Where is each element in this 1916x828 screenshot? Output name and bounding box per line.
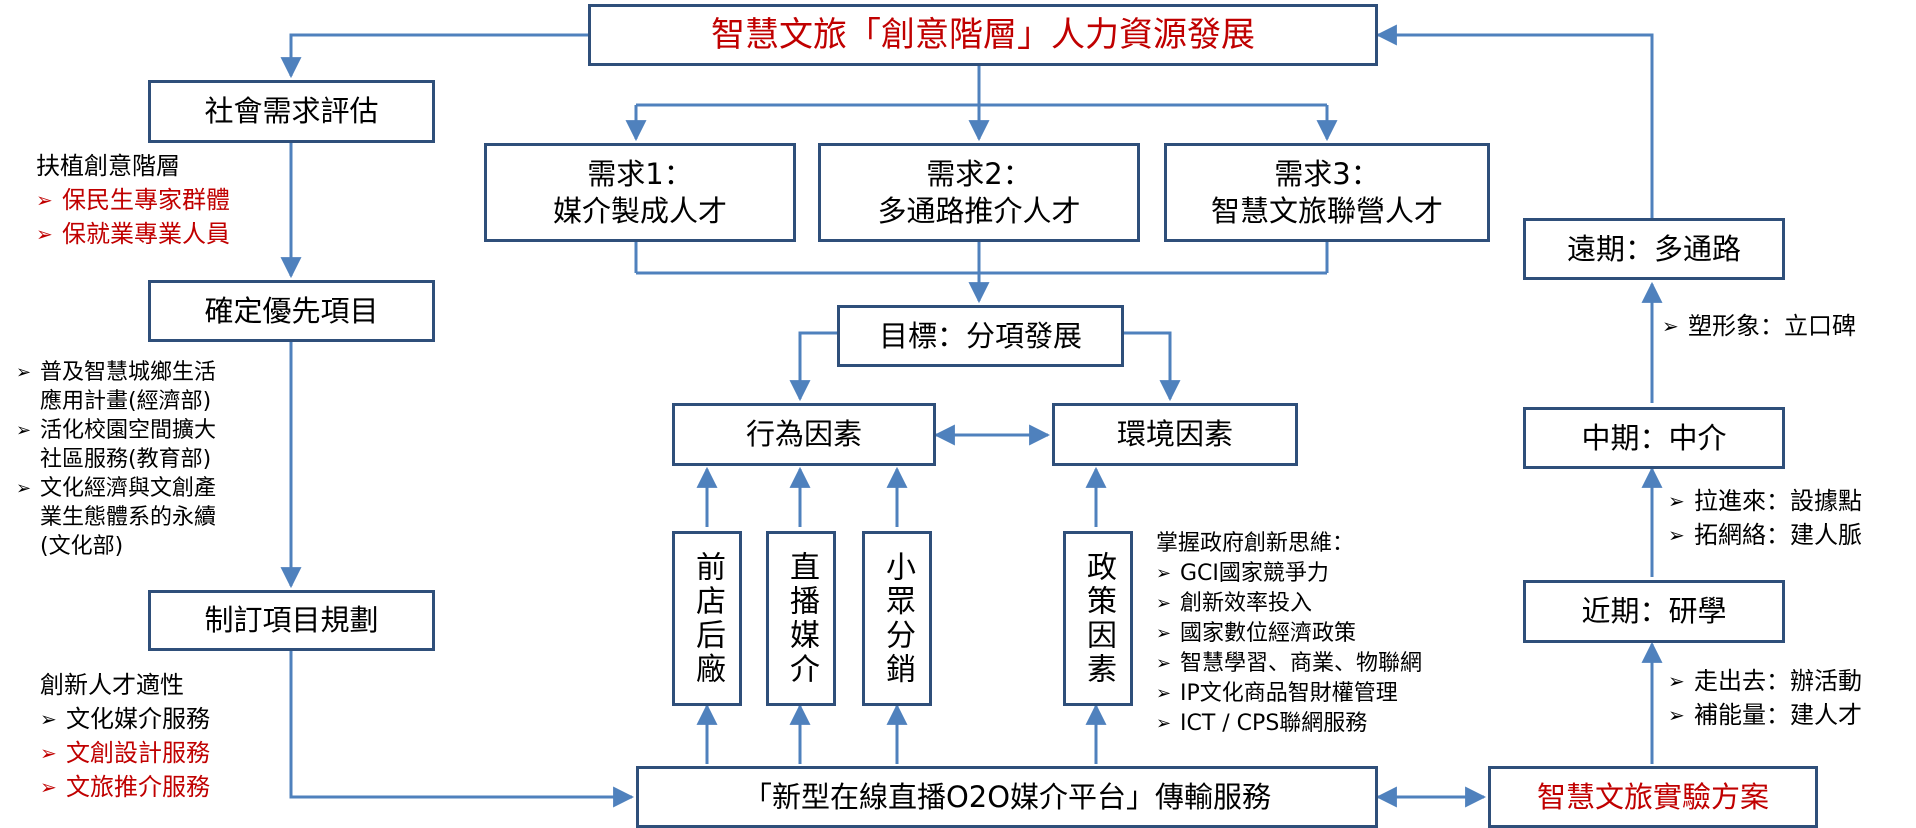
bullet-arrow-icon: ➢ bbox=[1662, 314, 1679, 338]
bullet-arrow-icon: ➢ bbox=[36, 222, 53, 246]
behavior-factor-box: 行為因素 bbox=[672, 403, 936, 466]
long-term-box: 遠期：多通路 bbox=[1523, 218, 1785, 280]
front-store-back-factory-box: 前店后廠 bbox=[672, 531, 742, 706]
policy-factor-box: 政策因素 bbox=[1063, 531, 1133, 706]
note-item: ➢保民生專家群體 bbox=[36, 183, 230, 217]
note-item: ➢塑形象：立口碑 bbox=[1662, 309, 1856, 343]
arrow-title-to-social bbox=[280, 33, 588, 79]
mid-term-box: 中期：中介 bbox=[1523, 407, 1785, 469]
bullet-arrow-icon: ➢ bbox=[1668, 703, 1685, 727]
title-box: 智慧文旅「創意階層」人力資源發展 bbox=[588, 4, 1378, 66]
bullet-arrow-icon: ➢ bbox=[16, 362, 32, 383]
bullet-arrow-icon: ➢ bbox=[1156, 653, 1172, 674]
arrow-goal-to-behavior bbox=[789, 331, 837, 402]
bullet-arrow-icon: ➢ bbox=[1668, 669, 1685, 693]
note-item: ➢保就業專業人員 bbox=[36, 217, 230, 251]
note-long-term: ➢塑形象：立口碑 bbox=[1662, 309, 1856, 343]
arrow-plan-to-platform bbox=[289, 651, 635, 808]
environment-factor-box: 環境因素 bbox=[1052, 403, 1298, 466]
arrow-far-to-title bbox=[1375, 24, 1654, 218]
niche-distribution-box: 小眾分銷 bbox=[862, 531, 932, 706]
note-near-term: ➢走出去：辦活動 ➢補能量：建人才 bbox=[1668, 664, 1862, 732]
note-mid-term: ➢拉進來：設據點 ➢拓網絡：建人脈 bbox=[1668, 484, 1862, 552]
priority-items-box: 確定優先項目 bbox=[148, 280, 435, 342]
bullet-arrow-icon: ➢ bbox=[1156, 563, 1172, 584]
need-line1: 需求2： bbox=[926, 157, 1032, 192]
vertical-label: 政策因素 bbox=[1081, 550, 1116, 687]
bullet-arrow-icon: ➢ bbox=[16, 478, 32, 499]
note-item: ➢智慧學習、商業、物聯網 bbox=[1156, 649, 1422, 679]
note-item: ➢ 文化經濟與文創產業生態體系的永續(文化部) bbox=[16, 476, 217, 559]
note-item: ➢ICT / CPS聯網服務 bbox=[1156, 709, 1422, 739]
need-line1: 需求3： bbox=[1274, 157, 1380, 192]
note-heading: 創新人才適性 bbox=[40, 671, 184, 699]
bullet-arrow-icon: ➢ bbox=[40, 707, 57, 731]
note-item: ➢拓網絡：建人脈 bbox=[1668, 518, 1862, 552]
note-item: ➢拉進來：設據點 bbox=[1668, 484, 1862, 518]
need-box-3: 需求3： 智慧文旅聯營人才 bbox=[1164, 143, 1490, 242]
note-item: ➢文化媒介服務 bbox=[40, 702, 210, 736]
bullet-arrow-icon: ➢ bbox=[40, 741, 57, 765]
need-box-2: 需求2： 多通路推介人才 bbox=[818, 143, 1140, 242]
bullet-arrow-icon: ➢ bbox=[36, 188, 53, 212]
bullet-arrow-icon: ➢ bbox=[1156, 713, 1172, 734]
note-item: ➢IP文化商品智財權管理 bbox=[1156, 679, 1422, 709]
note-item: ➢創新效率投入 bbox=[1156, 589, 1422, 619]
note-creative-class: 扶植創意階層 ➢保民生專家群體 ➢保就業專業人員 bbox=[36, 149, 230, 251]
bullet-arrow-icon: ➢ bbox=[16, 420, 32, 441]
note-item: ➢ 活化校園空間擴大社區服務(教育部) bbox=[16, 418, 217, 472]
note-item: ➢GCI國家競爭力 bbox=[1156, 559, 1422, 589]
need-line2: 媒介製成人才 bbox=[552, 193, 727, 228]
note-item: ➢補能量：建人才 bbox=[1668, 698, 1862, 732]
bullet-arrow-icon: ➢ bbox=[40, 775, 57, 799]
note-innovative-talent: 創新人才適性 ➢文化媒介服務 ➢文創設計服務 ➢文旅推介服務 bbox=[40, 668, 210, 804]
bullet-arrow-icon: ➢ bbox=[1156, 623, 1172, 644]
bullet-arrow-icon: ➢ bbox=[1156, 683, 1172, 704]
need-line1: 需求1： bbox=[587, 157, 693, 192]
project-plan-box: 制訂項目規劃 bbox=[148, 590, 435, 651]
note-item: ➢文創設計服務 bbox=[40, 736, 210, 770]
near-term-box: 近期：研學 bbox=[1523, 580, 1785, 643]
vertical-label: 直播媒介 bbox=[784, 550, 819, 687]
need-line2: 智慧文旅聯營人才 bbox=[1210, 193, 1443, 228]
live-media-box: 直播媒介 bbox=[766, 531, 836, 706]
experiment-plan-box: 智慧文旅實驗方案 bbox=[1488, 766, 1818, 828]
platform-box: 「新型在線直播O2O媒介平台」傳輸服務 bbox=[636, 766, 1378, 828]
bullet-arrow-icon: ➢ bbox=[1668, 489, 1685, 513]
need-box-1: 需求1： 媒介製成人才 bbox=[484, 143, 796, 242]
note-heading: 扶植創意階層 bbox=[36, 152, 180, 180]
goal-box: 目標：分項發展 bbox=[837, 305, 1124, 367]
vertical-label: 前店后廠 bbox=[690, 550, 725, 687]
social-needs-box: 社會需求評估 bbox=[148, 80, 435, 143]
note-government-programs: ➢ 普及智慧城鄉生活應用計畫(經濟部) ➢ 活化校園空間擴大社區服務(教育部) … bbox=[16, 358, 216, 561]
note-item: ➢ 普及智慧城鄉生活應用計畫(經濟部) bbox=[16, 360, 217, 414]
note-policy-thinking: 掌握政府創新思維： ➢GCI國家競爭力 ➢創新效率投入 ➢國家數位經濟政策 ➢智… bbox=[1156, 529, 1422, 739]
need-line2: 多通路推介人才 bbox=[877, 193, 1081, 228]
note-heading: 掌握政府創新思維： bbox=[1156, 531, 1355, 556]
bullet-arrow-icon: ➢ bbox=[1156, 593, 1172, 614]
bullet-arrow-icon: ➢ bbox=[1668, 523, 1685, 547]
note-item: ➢文旅推介服務 bbox=[40, 770, 210, 804]
note-item: ➢國家數位經濟政策 bbox=[1156, 619, 1422, 649]
note-item: ➢走出去：辦活動 bbox=[1668, 664, 1862, 698]
arrow-goal-to-environment bbox=[1124, 331, 1181, 402]
vertical-label: 小眾分銷 bbox=[880, 550, 915, 687]
